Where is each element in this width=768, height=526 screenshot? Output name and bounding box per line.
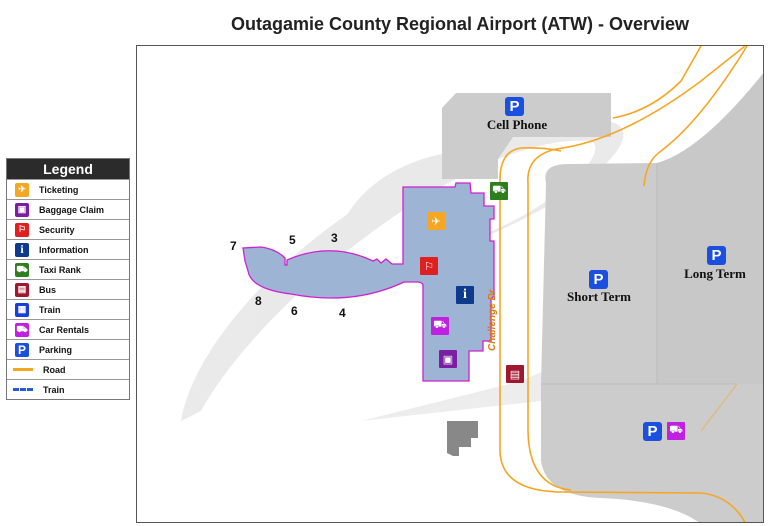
- legend: Legend ✈ Ticketing ▣ Baggage Claim ⚐ Sec…: [6, 158, 130, 400]
- legend-item-security: ⚐ Security: [7, 219, 129, 239]
- rental-parking-icon[interactable]: P: [643, 422, 662, 441]
- train-icon: ▦: [15, 302, 29, 317]
- gate-8-label: 8: [255, 294, 262, 308]
- baggage-claim-icon[interactable]: ▣: [439, 350, 457, 368]
- challenge-dr-label: Challenge Dr: [487, 289, 498, 351]
- car-rental-lot-icon[interactable]: ⛟: [667, 422, 685, 440]
- gate-5-label: 5: [289, 233, 296, 247]
- gate-6-label: 6: [291, 304, 298, 318]
- cell-phone-lot: [442, 93, 611, 179]
- legend-item-taxi-rank: ⛟ Taxi Rank: [7, 259, 129, 279]
- small-building: [447, 421, 478, 456]
- taxi-rank-icon[interactable]: ⛟: [490, 182, 508, 200]
- map-title: Outagamie County Regional Airport (ATW) …: [230, 14, 690, 34]
- rental-lot: [541, 384, 763, 522]
- watermark-plane-icon: [181, 121, 701, 421]
- information-icon: i: [15, 242, 29, 257]
- legend-item-road: Road: [7, 359, 129, 379]
- ticketing-icon: ✈: [15, 182, 29, 197]
- security-icon[interactable]: ⚐: [420, 257, 438, 275]
- bus-icon[interactable]: ▤: [506, 365, 524, 383]
- long-term-lot: [657, 73, 763, 384]
- road-line-icon: [13, 363, 33, 377]
- baggage-icon: ▣: [15, 202, 29, 217]
- legend-heading: Legend: [7, 159, 129, 179]
- long-term-parking-icon[interactable]: P: [707, 246, 726, 265]
- parking-icon: P: [15, 342, 29, 357]
- legend-item-train: ▦ Train: [7, 299, 129, 319]
- legend-item-car-rentals: ⛟ Car Rentals: [7, 319, 129, 339]
- long-term-lot-label: Long Term: [684, 266, 746, 281]
- train-line-icon: [13, 383, 33, 397]
- legend-item-parking: P Parking: [7, 339, 129, 359]
- car-rental-icon[interactable]: ⛟: [431, 317, 449, 335]
- gate-4-label: 4: [339, 306, 346, 320]
- information-icon[interactable]: i: [456, 286, 474, 304]
- airport-map[interactable]: 7 5 3 8 6 4 P Cell Phone P Short Term P …: [136, 45, 764, 523]
- legend-item-information: i Information: [7, 239, 129, 259]
- legend-item-baggage-claim: ▣ Baggage Claim: [7, 199, 129, 219]
- taxi-icon: ⛟: [15, 262, 29, 277]
- short-term-lot-label: Short Term: [567, 289, 631, 304]
- legend-item-train-line: Train: [7, 379, 129, 399]
- legend-item-bus: ▤ Bus: [7, 279, 129, 299]
- bus-icon: ▤: [15, 282, 29, 297]
- cell-phone-lot-label: Cell Phone: [486, 117, 548, 132]
- car-rental-icon: ⛟: [15, 322, 29, 337]
- ticketing-icon[interactable]: ✈: [427, 212, 445, 230]
- roads: [499, 46, 748, 522]
- legend-item-ticketing: ✈ Ticketing: [7, 179, 129, 199]
- map-canvas: [181, 46, 763, 522]
- security-icon: ⚐: [15, 222, 29, 237]
- short-term-parking-icon[interactable]: P: [589, 270, 608, 289]
- gate-3-label: 3: [331, 231, 338, 245]
- gate-7-label: 7: [230, 239, 237, 253]
- cell-phone-parking-icon[interactable]: P: [505, 97, 524, 116]
